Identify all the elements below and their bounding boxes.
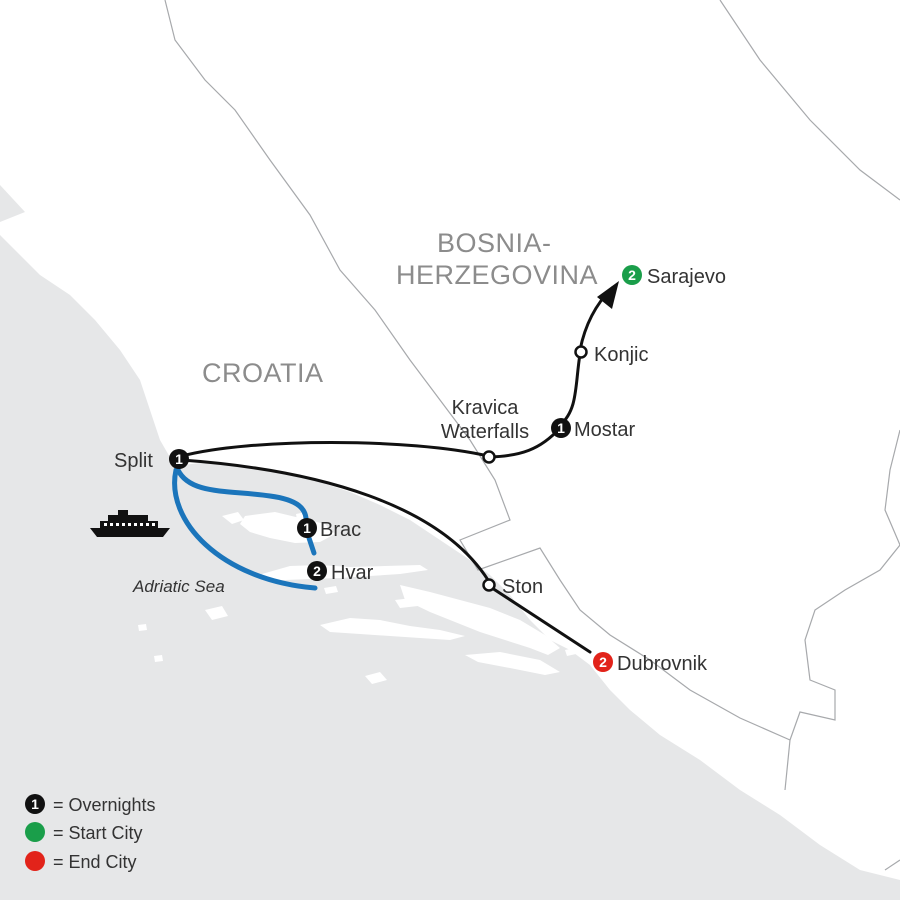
small-island bbox=[138, 624, 147, 631]
vis-island bbox=[205, 606, 228, 620]
badge-count: 1 bbox=[175, 451, 183, 467]
city-label-hvar: Hvar bbox=[331, 562, 374, 584]
solta-island bbox=[222, 512, 244, 524]
islands bbox=[138, 512, 576, 684]
badge-mostar: 1 bbox=[551, 418, 571, 438]
legend-item-end-city: = End City bbox=[25, 851, 137, 872]
stop-marker-kravica bbox=[482, 450, 496, 464]
badge-split: 1 bbox=[169, 449, 189, 469]
legend: 1 = Overnights = Start City = End City bbox=[25, 794, 156, 872]
badge-hvar: 2 bbox=[307, 561, 327, 581]
serbia-border bbox=[884, 429, 900, 546]
montenegro-coast bbox=[884, 859, 900, 871]
legend-label-start-city: = Start City bbox=[53, 823, 143, 843]
croatia-bosnia-border bbox=[164, 0, 791, 741]
badge-count: 1 bbox=[557, 420, 565, 436]
legend-item-overnights: 1 = Overnights bbox=[25, 794, 156, 815]
route-brac-hvar bbox=[306, 535, 317, 556]
direction-arrow-icon bbox=[597, 281, 619, 309]
mainland bbox=[0, 0, 900, 880]
small-island bbox=[395, 598, 418, 608]
stop-markers bbox=[482, 345, 588, 592]
city-label-split: Split bbox=[114, 450, 153, 472]
stop-marker-ston bbox=[482, 578, 496, 592]
route-split-ston bbox=[180, 458, 490, 582]
badge-brac: 1 bbox=[297, 518, 317, 538]
badge-count: 2 bbox=[599, 654, 607, 670]
small-island bbox=[324, 586, 338, 594]
sea-routes bbox=[172, 467, 318, 591]
city-label-dubrovnik: Dubrovnik bbox=[617, 653, 708, 675]
elafiti-island bbox=[565, 648, 576, 656]
mljet-island bbox=[465, 652, 560, 675]
badge-dubrovnik: 2 bbox=[593, 652, 613, 672]
ferry-icon bbox=[90, 510, 170, 537]
stop-marker-konjic bbox=[574, 345, 588, 359]
route-split-hvar bbox=[172, 467, 318, 591]
peljesac-peninsula bbox=[400, 585, 560, 655]
badge-count: 2 bbox=[313, 563, 321, 579]
sea-label: Adriatic Sea bbox=[132, 577, 225, 596]
lastovo-island bbox=[365, 672, 387, 684]
legend-label-end-city: = End City bbox=[53, 852, 137, 872]
city-label-sarajevo: Sarajevo bbox=[647, 266, 726, 288]
country-label-croatia: CROATIA bbox=[202, 358, 324, 388]
city-label-konjic: Konjic bbox=[594, 344, 648, 366]
legend-label-overnights: = Overnights bbox=[53, 795, 156, 815]
country-label-bosnia-line1: BOSNIA- bbox=[437, 228, 552, 258]
badge-count: 1 bbox=[303, 520, 311, 536]
city-label-brac: Brac bbox=[320, 519, 361, 541]
country-borders bbox=[164, 0, 900, 871]
small-island bbox=[154, 655, 163, 662]
route-ston-dubrovnik bbox=[490, 586, 592, 654]
korcula-island bbox=[320, 618, 465, 640]
route-kravica-split bbox=[180, 441, 490, 458]
city-label-kravica-line2: Waterfalls bbox=[441, 421, 529, 443]
montenegro-border bbox=[789, 544, 900, 741]
legend-badge-number: 1 bbox=[31, 796, 39, 812]
route-split-brac bbox=[175, 467, 309, 521]
eastern-border bbox=[784, 739, 791, 791]
city-label-mostar: Mostar bbox=[574, 419, 635, 441]
sea-notch bbox=[0, 185, 25, 222]
city-label-ston: Ston bbox=[502, 576, 543, 598]
northeast-border bbox=[719, 0, 900, 201]
city-label-kravica-line1: Kravica bbox=[452, 397, 520, 419]
badge-sarajevo: 2 bbox=[622, 265, 642, 285]
hvar-island bbox=[262, 565, 428, 580]
country-label-bosnia-line2: HERZEGOVINA bbox=[396, 260, 598, 290]
legend-item-start-city: = Start City bbox=[25, 822, 143, 843]
badge-count: 2 bbox=[628, 267, 636, 283]
